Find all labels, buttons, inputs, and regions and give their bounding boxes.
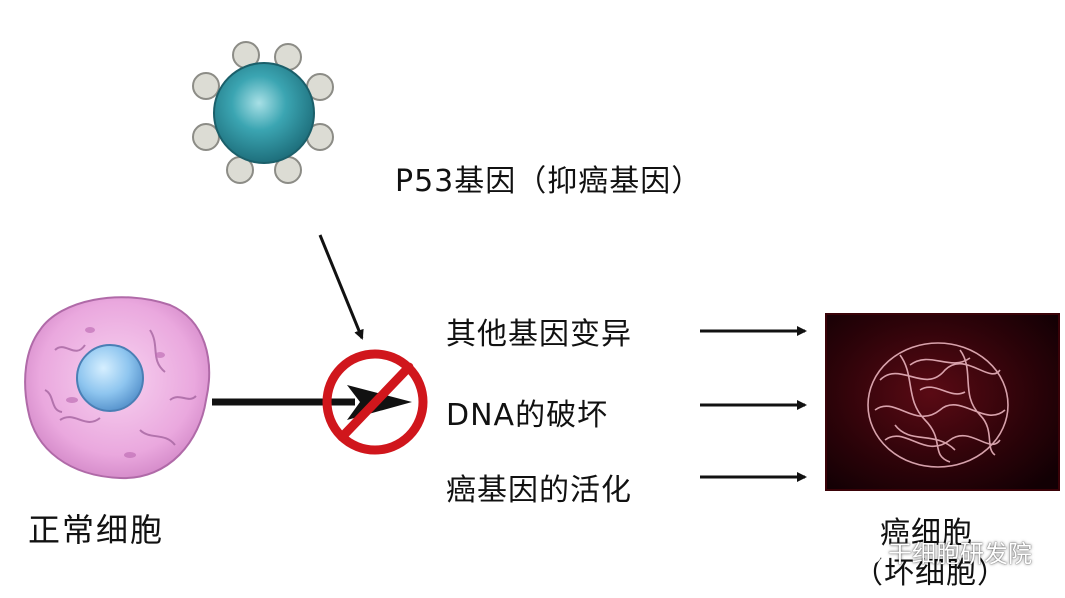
p53-protein-icon bbox=[193, 42, 333, 183]
cause-label-dna-damage: DNA的破坏 bbox=[446, 390, 608, 434]
wechat-watermark: 干细胞研发院 bbox=[842, 534, 1032, 569]
watermark-text: 干细胞研发院 bbox=[888, 534, 1032, 569]
p53-gene-label: P53基因（抑癌基因） bbox=[395, 156, 702, 200]
wechat-icon bbox=[842, 537, 882, 567]
cause-label-oncogene-activation: 癌基因的活化 bbox=[446, 465, 632, 509]
p53-inhibition-arrow bbox=[320, 235, 362, 338]
normal-cell-illustration bbox=[25, 297, 209, 478]
cause-label-gene-mutation: 其他基因变异 bbox=[446, 309, 632, 353]
normal-cell-label: 正常细胞 bbox=[28, 505, 164, 551]
cancer-cell-image bbox=[826, 314, 1059, 490]
cause-arrows bbox=[700, 331, 805, 477]
